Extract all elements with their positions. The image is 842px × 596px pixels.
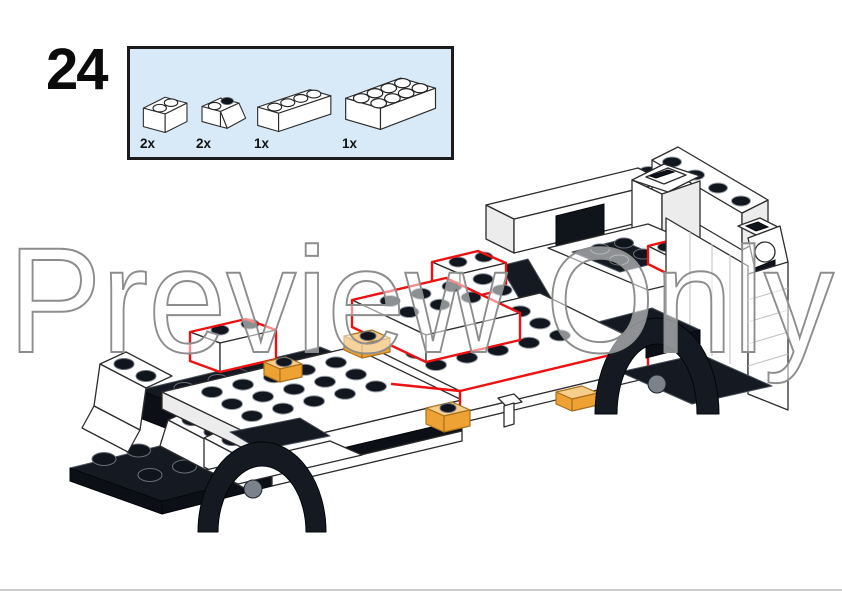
stud-icon xyxy=(91,452,117,466)
front-wheel-arch xyxy=(594,307,720,415)
stud-icon xyxy=(398,306,420,318)
part-quantity: 1x xyxy=(342,136,358,151)
trans-orange-plates xyxy=(263,329,599,433)
orange-plate xyxy=(343,329,391,359)
slope-inverted-1x2-icon xyxy=(201,96,247,129)
orange-plate xyxy=(263,356,303,383)
stud-icon xyxy=(325,356,347,369)
orange-plate xyxy=(555,385,599,412)
brick-2x4-icon xyxy=(345,77,437,131)
stud-icon xyxy=(365,380,387,393)
stud-icon xyxy=(529,317,551,330)
stud-icon xyxy=(334,387,356,400)
stud-icon xyxy=(441,280,463,293)
part-quantity: 2x xyxy=(140,136,156,151)
part-slope-inverted-1x2: 2x xyxy=(196,88,250,151)
stud-icon xyxy=(241,410,263,422)
stud-icon xyxy=(137,468,163,482)
stud-icon xyxy=(345,368,367,381)
stud-icon xyxy=(460,291,482,304)
stud-icon xyxy=(518,336,540,349)
brick-1x4-icon xyxy=(257,89,332,133)
stud-icon xyxy=(609,254,629,266)
part-brick-1x4: 1x xyxy=(254,81,338,151)
headlight-icon xyxy=(754,241,776,263)
parts-callout-box: 2x 2x 1x xyxy=(127,46,454,160)
stud-icon xyxy=(472,273,494,286)
stud-icon xyxy=(221,398,243,410)
stud-icon xyxy=(303,395,325,408)
stud-icon xyxy=(379,295,401,307)
step-number: 24 xyxy=(46,37,108,102)
axle-pin-icon xyxy=(243,479,263,499)
stud-icon xyxy=(201,386,223,398)
bar-clip-piece xyxy=(497,393,523,428)
stud-icon xyxy=(172,459,197,474)
rear-slope-1 xyxy=(81,351,173,453)
page-bottom-rule xyxy=(0,589,842,591)
stud-icon xyxy=(252,390,274,403)
stud-icon xyxy=(232,378,254,391)
stud-icon xyxy=(549,329,571,342)
stud-icon xyxy=(410,287,432,300)
stud-icon xyxy=(731,195,751,207)
brick-1x2-icon xyxy=(142,96,188,134)
rear-wheel-arch xyxy=(197,417,331,533)
axle-pin-icon xyxy=(647,374,667,394)
stud-icon xyxy=(283,383,305,396)
stud-icon xyxy=(429,298,451,311)
orange-plate xyxy=(425,401,471,433)
stud-icon xyxy=(491,284,513,297)
part-brick-2x4: 1x xyxy=(342,67,441,151)
part-brick-1x2: 2x xyxy=(140,88,192,151)
part-quantity: 1x xyxy=(254,136,270,151)
part-quantity: 2x xyxy=(196,136,212,151)
stud-icon xyxy=(614,237,634,249)
stud-icon xyxy=(590,243,610,255)
stud-icon xyxy=(708,182,728,194)
new-brick-2x4-deck xyxy=(350,273,522,364)
stud-icon xyxy=(272,402,294,415)
deck-left xyxy=(161,346,463,487)
cab-back-wall xyxy=(485,166,667,254)
stud-icon xyxy=(314,375,336,388)
